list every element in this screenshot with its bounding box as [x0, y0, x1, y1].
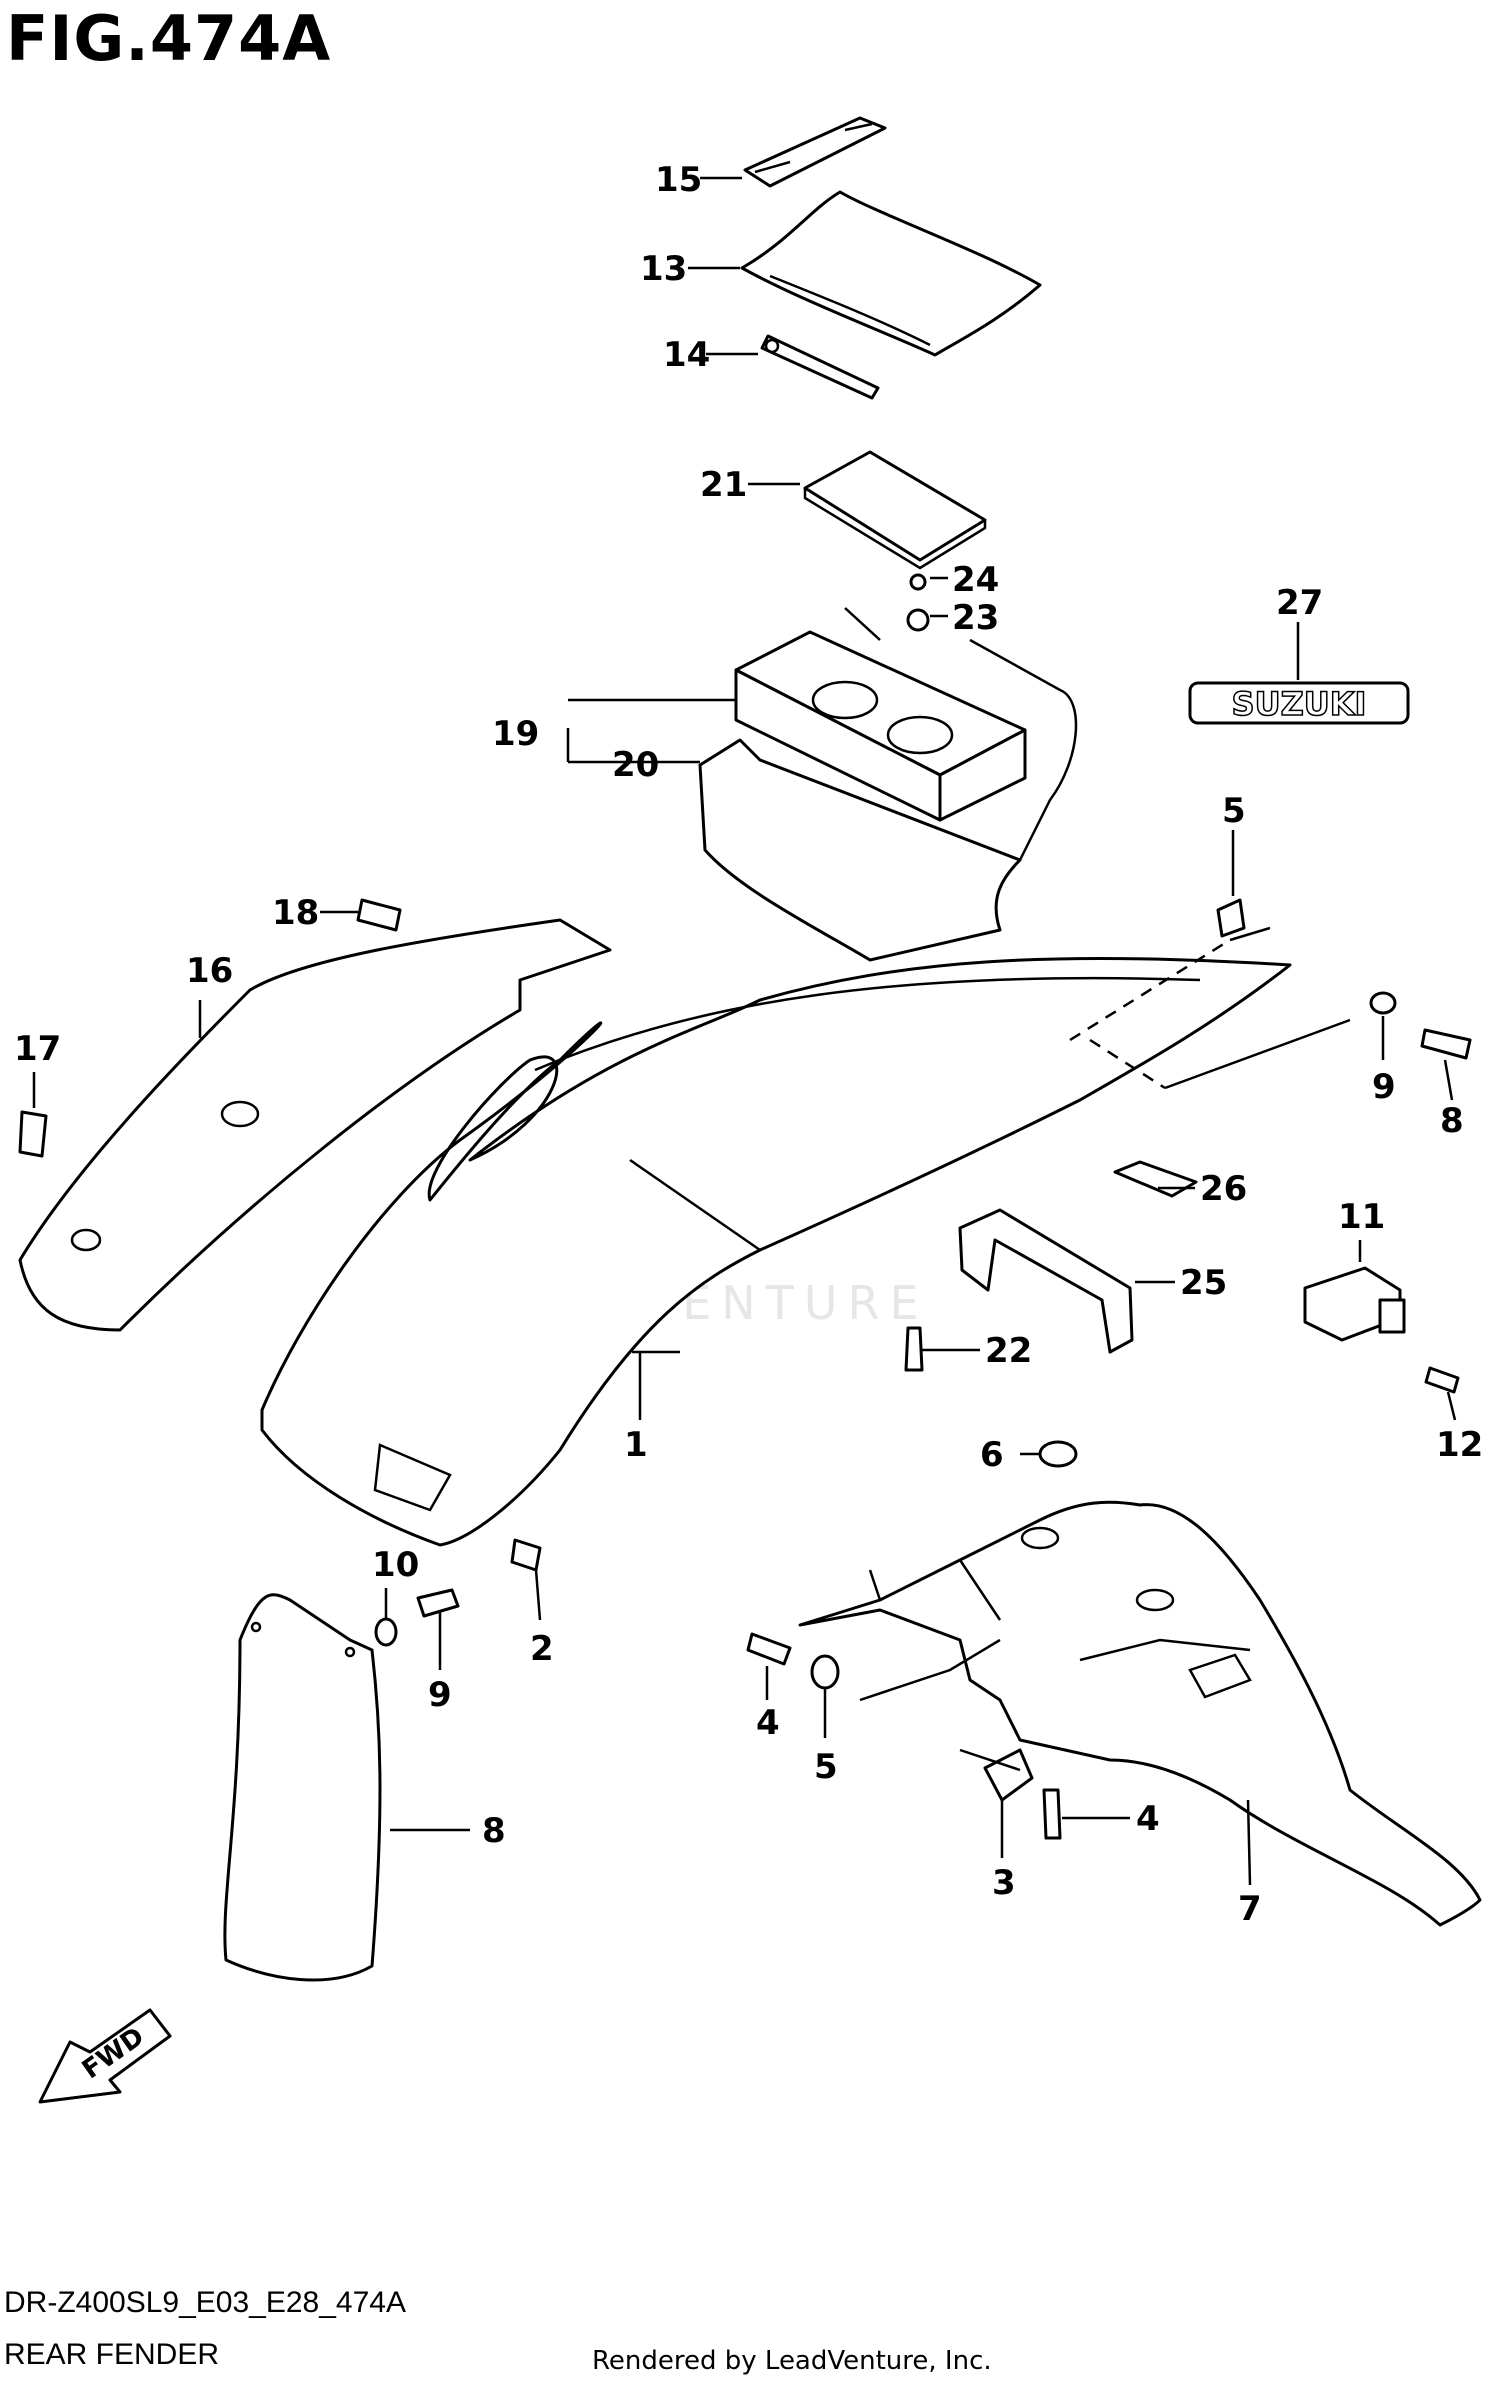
render-credit: Rendered by LeadVenture, Inc.: [592, 2346, 992, 2376]
leader-lines: [32, 176, 1457, 1886]
grip-27[interactable]: [958, 1208, 1134, 1354]
callout-21: 19: [492, 714, 539, 754]
callout-5b: 5: [814, 1747, 838, 1787]
tool-tray-21[interactable]: [734, 630, 1027, 822]
section-name: REAR FENDER: [4, 2338, 220, 2371]
reference-line: [959, 1748, 1021, 1772]
clip-7[interactable]: [1216, 898, 1246, 938]
callout-2: 2: [530, 1629, 554, 1669]
clip-nut-3[interactable]: [983, 1748, 1034, 1802]
tool-tray-cover-22[interactable]: [698, 607, 1078, 962]
callout-26: 24: [952, 560, 999, 600]
tool-bag-15[interactable]: [740, 190, 1042, 357]
fastener-26[interactable]: [909, 573, 927, 591]
fwd-arrow: FWD: [38, 2008, 172, 2104]
callout-11: 9: [428, 1675, 452, 1715]
callout-6: 7: [1238, 1889, 1262, 1929]
callout-16: 14: [663, 335, 710, 375]
pad-28[interactable]: [1113, 1160, 1198, 1198]
callout-23: 21: [700, 465, 747, 505]
strap-17[interactable]: [743, 116, 887, 188]
grommet-5b[interactable]: [810, 1654, 840, 1690]
reference-line: [1069, 938, 1231, 1042]
callout-12: 10: [372, 1545, 419, 1585]
bolt-11[interactable]: [416, 1588, 460, 1618]
reference-line: [1089, 1038, 1166, 1090]
washer-12[interactable]: [374, 1617, 398, 1647]
reference-line: [859, 1638, 1001, 1702]
callout-10: 8: [482, 1811, 506, 1851]
callout-28: 26: [1200, 1169, 1247, 1209]
manual-23[interactable]: [803, 450, 987, 570]
screw-14[interactable]: [1424, 1366, 1460, 1394]
callout-13: 11: [1338, 1197, 1385, 1237]
callout-7: 5: [1222, 791, 1246, 831]
washer-25[interactable]: [906, 608, 930, 632]
callout-24: 22: [985, 1331, 1032, 1371]
grommet-5a[interactable]: [1038, 1440, 1078, 1468]
bolt-4a[interactable]: [746, 1632, 792, 1666]
callout-4a: 4: [756, 1703, 780, 1743]
model-code: DR-Z400SL9_E03_E28_474A: [4, 2286, 406, 2319]
callout-20: 18: [272, 893, 319, 933]
callout-17: 15: [655, 160, 702, 200]
rear-bracket-6[interactable]: [798, 1500, 1482, 1927]
bolt-8[interactable]: [1420, 1028, 1472, 1060]
rear-fender-1[interactable]: [260, 956, 1292, 1547]
wrench-16[interactable]: [760, 334, 880, 400]
bolt-19[interactable]: [18, 1110, 48, 1158]
callout-9: 9: [1372, 1067, 1396, 1107]
figure-title: FIG.474A: [6, 2, 332, 75]
callout-14: 12: [1436, 1425, 1483, 1465]
callout-18: 16: [186, 951, 233, 991]
bolt-20[interactable]: [356, 898, 402, 932]
callout-25: 23: [952, 598, 999, 638]
callout-27: 25: [1180, 1263, 1227, 1303]
suzuki-emblem-29[interactable]: SUZUKI: [1188, 681, 1410, 725]
callout-8: 8: [1440, 1101, 1464, 1141]
callout-15: 13: [640, 249, 687, 289]
bolt-2[interactable]: [510, 1538, 542, 1572]
reference-line: [1164, 926, 1351, 1090]
callout-5a: 6: [980, 1435, 1004, 1475]
callout-3: 3: [992, 1863, 1016, 1903]
callout-4b: 4: [1136, 1799, 1160, 1839]
bolt-4b[interactable]: [1042, 1788, 1062, 1840]
mudguard-18[interactable]: [18, 918, 612, 1332]
bolt-24[interactable]: [904, 1326, 924, 1372]
callout-1: 1: [624, 1425, 648, 1465]
emblem-text: SUZUKI: [1232, 685, 1367, 723]
mud-flap-10[interactable]: [223, 1593, 382, 1982]
callout-29: 27: [1276, 583, 1323, 623]
washer-9[interactable]: [1369, 991, 1397, 1015]
relay-13[interactable]: [1303, 1266, 1406, 1342]
callout-22: 20: [612, 745, 659, 785]
callout-19: 17: [14, 1029, 61, 1069]
